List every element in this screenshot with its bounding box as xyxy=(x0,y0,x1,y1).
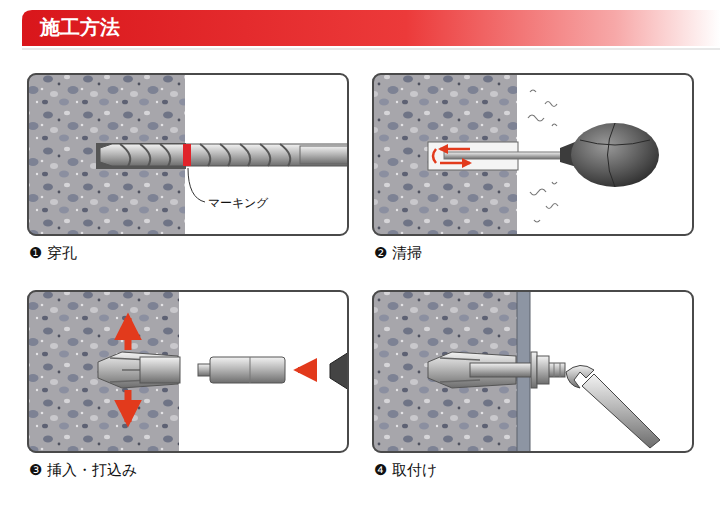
step-panel: ❷ 清掃 xyxy=(372,73,694,236)
section-title: 施工方法 xyxy=(40,14,120,41)
callout-label: マーキング xyxy=(206,195,270,212)
step-caption: ❷ 清掃 xyxy=(374,244,422,263)
step-panel: ❸ 挿入・打込み xyxy=(27,290,349,453)
step-panel: ❶ 穿孔 xyxy=(27,73,349,236)
step-caption: ❶ 穿孔 xyxy=(29,244,77,263)
step-panel: ❹ 取付け xyxy=(372,290,694,453)
step-caption: ❸ 挿入・打込み xyxy=(29,461,137,480)
step-caption: ❹ 取付け xyxy=(374,461,437,480)
